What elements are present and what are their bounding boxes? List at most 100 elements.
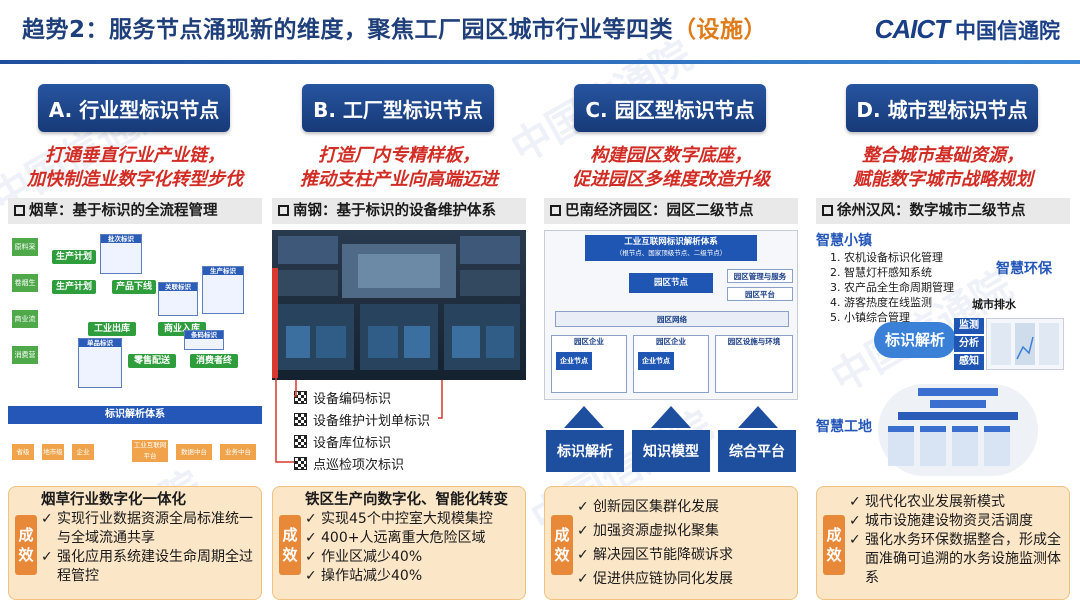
- smart-site-title: 智慧工地: [816, 419, 872, 435]
- result-item: 实现45个中控室大规模集控: [305, 510, 523, 529]
- qr-code-icon: [294, 434, 307, 448]
- smart-site-panel: 智慧工地: [816, 380, 1070, 478]
- result-item: 促进供应链协同化发展: [577, 567, 795, 591]
- flow-step: 生产计划: [52, 250, 96, 264]
- flow-step: 工业出库: [88, 322, 136, 336]
- title-divider: [0, 60, 1080, 64]
- result-box: 成效 铁区生产向数字化、智能化转变 实现45个中控室大规模集控 400+人远离重…: [272, 486, 526, 600]
- page-title-main: 趋势2：服务节点涌现新的维度，聚焦工厂园区城市行业等四类: [22, 17, 674, 43]
- smart-town-list: 1. 农机设备标识化管理 2. 智慧灯杆感知系统 3. 农产品全生命周期管理 4…: [830, 251, 954, 324]
- capability-row: 标识解析 知识模型 综合平台: [544, 406, 798, 478]
- result-item: 操作站减少40%: [305, 567, 523, 586]
- capability-button: 标识解析: [546, 430, 624, 472]
- square-bullet-icon: [278, 205, 289, 216]
- flow-step: 消费者终: [190, 354, 238, 368]
- result-item: 现代化农业发展新模式: [849, 493, 1067, 512]
- label-note: 生产标识: [202, 266, 244, 314]
- label-note: 条码标识: [184, 330, 224, 350]
- red-connector-lines: [275, 370, 443, 463]
- label-note: 单品标识: [78, 338, 122, 388]
- square-bullet-icon: [14, 205, 25, 216]
- column-pill: A. 行业型标识节点: [38, 84, 230, 132]
- park-platform-box: 园区平台: [727, 287, 793, 301]
- page-title: 趋势2：服务节点涌现新的维度，聚焦工厂园区城市行业等四类（设施）: [22, 10, 767, 44]
- slogan-line: 推动支柱产业向高端迈进: [300, 169, 498, 190]
- result-item: 城市设施建设物资灵活调度: [849, 512, 1067, 531]
- system-node: 业务中台: [220, 444, 256, 460]
- up-arrow-icons: [564, 406, 778, 428]
- dashboard-illustration: [272, 236, 520, 378]
- drainage-dashboard-thumb: [986, 318, 1064, 370]
- infra-box: 园区设施与环境: [715, 335, 793, 393]
- park-node-box: 园区节点: [629, 273, 713, 293]
- result-list: 创新园区集群化发展 加强资源虚拟化聚集 解决园区节能降碳诉求 促进供应链协同化发…: [577, 495, 795, 591]
- case-header: 巴南经济园区：园区二级节点: [544, 198, 798, 224]
- case-header: 徐州汉风：数字城市二级节点: [816, 198, 1070, 224]
- result-item: 强化水务环保数据整合，形成全面准确可追溯的水务设施监测体系: [849, 531, 1067, 588]
- result-badge: 成效: [551, 515, 573, 575]
- result-box: 成效 现代化农业发展新模式 城市设施建设物资灵活调度 强化水务环保数据整合，形成…: [816, 486, 1070, 600]
- slogan-line: 构建园区数字底座，: [590, 145, 752, 166]
- result-badge: 成效: [15, 515, 37, 575]
- result-box: 成效 烟草行业数字化一体化 实现行业数据资源全局标准统一与全域流通共享 强化应用…: [8, 486, 262, 600]
- slogan-line: 加快制造业数字化转型步伐: [27, 169, 243, 190]
- system-node: 数据中台: [176, 444, 212, 460]
- result-list: 现代化农业发展新模式 城市设施建设物资灵活调度 强化水务环保数据整合，形成全面准…: [849, 493, 1067, 588]
- enterprise-box: 园区企业 企业节点: [551, 335, 627, 393]
- park-mgmt-box: 园区管理与服务: [727, 269, 793, 283]
- city-node-illustration: 智慧小镇 1. 农机设备标识化管理 2. 智慧灯杆感知系统 3. 农产品全生命周…: [816, 230, 1070, 478]
- smart-town-panel: 智慧小镇 1. 农机设备标识化管理 2. 智慧灯杆感知系统 3. 农产品全生命周…: [816, 230, 1070, 380]
- case-title: 巴南经济园区：园区二级节点: [565, 203, 754, 219]
- result-item: 实现行业数据资源全局标准统一与全域流通共享: [41, 510, 259, 548]
- flow-side-item: 卷烟生产: [12, 274, 38, 305]
- enterprise-box: 园区企业 企业节点: [633, 335, 709, 393]
- site-diagram-bg: [878, 384, 1038, 476]
- slogan-line: 打造厂内专精样板，: [318, 145, 480, 166]
- site-tree-diagram: [888, 388, 1018, 466]
- logo-en: CAICT: [874, 14, 950, 44]
- result-item: 400+人远离重大危险区域: [305, 529, 523, 548]
- result-item: 作业区减少40%: [305, 548, 523, 567]
- result-body: 铁区生产向数字化、智能化转变 实现45个中控室大规模集控 400+人远离重大危险…: [305, 491, 523, 586]
- result-list: 实现行业数据资源全局标准统一与全域流通共享 强化应用系统建设生命周期全过程管控: [41, 510, 259, 586]
- result-head: 烟草行业数字化一体化: [41, 492, 186, 508]
- system-node: 企业: [72, 444, 94, 460]
- architecture-panel: 工业互联网标识解析体系 （根节点、国家顶级节点、二级节点） 园区节点 园区管理与…: [544, 230, 798, 400]
- dashboard-screenshot: [272, 230, 526, 380]
- logo-cn: 中国信通院: [955, 18, 1060, 43]
- flow-side-item: 原料采购: [12, 238, 38, 269]
- function-tag: 监测: [954, 318, 984, 334]
- smart-env-title: 智慧环保: [996, 261, 1052, 277]
- resolution-system-bar: 标识解析体系: [8, 406, 262, 424]
- flow-step: 生产计划: [52, 280, 96, 294]
- slogan-line: 整合城市基础资源，: [862, 145, 1024, 166]
- label-note: 批次标识: [100, 234, 142, 274]
- label-note: 关联标识: [158, 282, 198, 316]
- result-box: 成效 创新园区集群化发展 加强资源虚拟化聚集 解决园区节能降碳诉求 促进供应链协…: [544, 486, 798, 600]
- result-item: 创新园区集群化发展: [577, 495, 795, 519]
- result-body: 创新园区集群化发展 加强资源虚拟化聚集 解决园区节能降碳诉求 促进供应链协同化发…: [577, 495, 795, 591]
- dashboard-thumb-illustration: [991, 323, 1059, 365]
- result-item: 加强资源虚拟化聚集: [577, 519, 795, 543]
- column-pill: D. 城市型标识节点: [846, 84, 1038, 132]
- equipment-dashboard: 设备编码标识 设备维护计划单标识 设备库位标识 点巡检项次标识: [272, 230, 526, 478]
- case-header: 烟草：基于标识的全流程管理: [8, 198, 262, 224]
- identifier-row: 点巡检项次标识: [272, 452, 526, 474]
- result-badge: 成效: [279, 515, 301, 575]
- flow-step: 零售配送: [128, 354, 176, 368]
- tobacco-flow-diagram: 原料采购 卷烟生产 商业流通 消费营销 生产计划 生产计划 产品下线 工业出库 …: [8, 230, 262, 478]
- case-header: 南钢：基于标识的设备维护体系: [272, 198, 526, 224]
- city-drainage-label: 城市排水: [972, 298, 1016, 311]
- case-title: 南钢：基于标识的设备维护体系: [293, 203, 496, 219]
- function-tag: 分析: [954, 336, 984, 352]
- flow-side-item: 商业流通: [12, 310, 38, 341]
- case-title: 徐州汉风：数字城市二级节点: [837, 203, 1026, 219]
- park-network-bar: 园区网络: [555, 311, 789, 327]
- column-pill: C. 园区型标识节点: [574, 84, 766, 132]
- qr-code-icon: [294, 390, 307, 404]
- park-architecture-diagram: 工业互联网标识解析体系 （根节点、国家顶级节点、二级节点） 园区节点 园区管理与…: [544, 230, 798, 478]
- system-node: 地市级: [42, 444, 64, 460]
- column-park-node: C. 园区型标识节点 构建园区数字底座， 促进园区多维度改造升级 巴南经济园区：…: [542, 84, 800, 604]
- identifier-resolution-center: 标识解析: [874, 322, 956, 358]
